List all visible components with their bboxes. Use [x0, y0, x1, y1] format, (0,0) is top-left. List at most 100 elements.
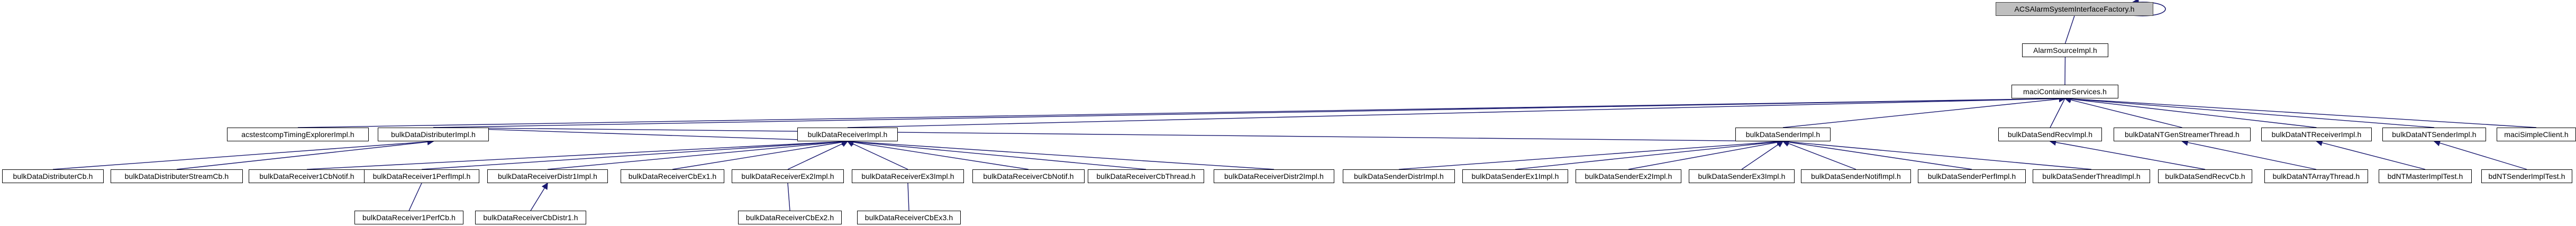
graph-node[interactable]: bulkDataSenderThreadImpl.h	[2033, 169, 2150, 183]
graph-node-label: bulkDataReceiver1CbNotif.h	[259, 172, 354, 180]
graph-node[interactable]: bulkDataReceiverCbEx3.h	[857, 211, 961, 224]
graph-edge	[306, 138, 849, 170]
graph-node-label: bulkDataReceiverEx2Impl.h	[741, 172, 834, 180]
graph-node-label: bulkDataSendRecvCb.h	[2165, 172, 2245, 180]
graph-node[interactable]: bulkDataSenderPerfImpl.h	[1918, 169, 2026, 183]
graph-node-label: bulkDataSenderEx3Impl.h	[1698, 172, 1786, 180]
graph-node-label: bulkDataSenderEx1Impl.h	[1471, 172, 1559, 180]
graph-node-label: bdNTSenderImplTest.h	[2488, 172, 2565, 180]
graph-edge	[421, 138, 849, 170]
graph-node-label: bulkDataReceiver1PerfCb.h	[362, 213, 456, 222]
graph-node[interactable]: bulkDataReceiverImpl.h	[797, 128, 898, 141]
graph-edge	[1782, 138, 2092, 170]
graph-edge	[530, 182, 548, 211]
graph-edge	[2064, 96, 2182, 128]
graph-node[interactable]: bulkDataNTArrayThread.h	[2264, 169, 2368, 183]
graph-node[interactable]: bulkDataSenderEx1Impl.h	[1462, 169, 1568, 183]
graph-node[interactable]: bulkDataReceiver1PerfImpl.h	[364, 169, 479, 183]
graph-edge	[52, 138, 434, 170]
graph-node-label: bulkDataDistributerStreamCb.h	[124, 172, 229, 180]
graph-edge	[433, 127, 848, 142]
graph-node-label: bulkDataSenderEx2Impl.h	[1585, 172, 1672, 180]
graph-node-label: bulkDataDistributerImpl.h	[391, 130, 476, 139]
graph-node[interactable]: bulkDataSendRecvCb.h	[2158, 169, 2252, 183]
graph-node[interactable]: bulkDataSenderNotifImpl.h	[1801, 169, 1911, 183]
graph-node[interactable]: bulkDataSenderImpl.h	[1735, 128, 1831, 141]
graph-node-label: bulkDataReceiverCbEx1.h	[628, 172, 717, 180]
graph-edge	[2181, 139, 2317, 170]
graph-node[interactable]: bdNTSenderImplTest.h	[2481, 169, 2572, 183]
graph-node-label: bulkDataReceiverDistr1Impl.h	[498, 172, 597, 180]
graph-node-label: bulkDataSenderDistrImpl.h	[1354, 172, 1444, 180]
graph-node-label: bulkDataReceiverCbNotif.h	[983, 172, 1074, 180]
graph-edge	[408, 183, 422, 211]
graph-node[interactable]: AlarmSourceImpl.h	[2022, 43, 2108, 57]
graph-node[interactable]: bulkDataNTSenderImpl.h	[2382, 128, 2486, 141]
graph-node[interactable]: bulkDataReceiverCbNotif.h	[972, 169, 1085, 183]
graph-node[interactable]: bulkDataReceiverCbDistr1.h	[475, 211, 586, 224]
graph-edge	[2433, 140, 2527, 170]
graph-node-label: acstestcompTimingExplorerImpl.h	[241, 130, 354, 139]
graph-node[interactable]: bulkDataReceiverDistr2Impl.h	[1214, 169, 1334, 183]
graph-edge	[1628, 139, 1784, 170]
graph-node-label: bulkDataDistributerCb.h	[13, 172, 93, 180]
graph-node[interactable]: bulkDataDistributerImpl.h	[378, 128, 489, 141]
graph-node[interactable]: bulkDataReceiver1CbNotif.h	[249, 169, 365, 183]
graph-edge	[787, 141, 849, 170]
graph-node[interactable]: bulkDataReceiverCbEx1.h	[621, 169, 724, 183]
graph-node[interactable]: bulkDataDistributerStreamCb.h	[111, 169, 243, 183]
graph-node[interactable]: ACSAlarmSystemInterfaceFactory.h	[1996, 2, 2153, 16]
graph-node[interactable]: maciContainerServices.h	[2011, 85, 2118, 98]
graph-node-label: maciSimpleClient.h	[2504, 130, 2569, 139]
graph-edge	[787, 183, 790, 211]
graph-node-label: bulkDataReceiverCbEx3.h	[864, 213, 953, 222]
graph-node-label: bulkDataReceiverCbThread.h	[1096, 172, 1196, 180]
graph-node[interactable]: bdNTMasterImplTest.h	[2379, 169, 2472, 183]
graph-edge	[1782, 139, 1972, 170]
graph-edge	[1398, 138, 1784, 170]
graph-node-label: bulkDataNTArrayThread.h	[2272, 172, 2360, 180]
graph-node-label: bulkDataSenderNotifImpl.h	[1811, 172, 1901, 180]
graph-edge	[672, 139, 849, 170]
graph-edge	[176, 138, 434, 170]
graph-edge	[1515, 138, 1784, 170]
graph-node-label: bulkDataReceiverEx3Impl.h	[861, 172, 954, 180]
graph-node-label: ACSAlarmSystemInterfaceFactory.h	[2014, 5, 2135, 13]
graph-node-label: bulkDataNTGenStreamerThread.h	[2125, 130, 2240, 139]
graph-node[interactable]: maciSimpleClient.h	[2497, 128, 2576, 141]
graph-node-label: bulkDataReceiverCbDistr1.h	[483, 213, 578, 222]
graph-edge	[1741, 141, 1784, 170]
graph-edge	[1782, 95, 2066, 128]
graph-node[interactable]: bulkDataNTReceiverImpl.h	[2261, 128, 2372, 141]
graph-node-label: bulkDataSendRecvImpl.h	[2007, 130, 2093, 139]
graph-node[interactable]: bulkDataNTGenStreamerThread.h	[2114, 128, 2251, 141]
graph-node[interactable]: bulkDataSenderEx3Impl.h	[1689, 169, 1795, 183]
graph-edge	[907, 183, 909, 211]
graph-edge	[2064, 96, 2317, 128]
graph-edge	[2050, 98, 2065, 128]
graph-node[interactable]: bulkDataReceiver1PerfCb.h	[354, 211, 463, 224]
graph-node[interactable]: acstestcompTimingExplorerImpl.h	[227, 128, 369, 141]
graph-node-label: bulkDataSenderPerfImpl.h	[1927, 172, 2016, 180]
graph-node[interactable]: bulkDataSenderEx2Impl.h	[1576, 169, 1681, 183]
graph-edge	[846, 139, 1029, 170]
graph-node[interactable]: bulkDataDistributerCb.h	[2, 169, 104, 183]
graph-node[interactable]: bulkDataReceiverEx3Impl.h	[852, 169, 964, 183]
graph-edge	[846, 141, 908, 170]
graph-node[interactable]: bulkDataReceiverCbThread.h	[1088, 169, 1204, 183]
graph-node-label: bulkDataReceiver1PerfImpl.h	[372, 172, 471, 180]
graph-edge	[847, 95, 2066, 128]
graph-edge	[297, 95, 2066, 128]
graph-node-label: AlarmSourceImpl.h	[2033, 46, 2097, 55]
graph-edge	[846, 138, 1146, 170]
graph-node[interactable]: bulkDataReceiverCbEx2.h	[738, 211, 842, 224]
graph-edge	[2316, 139, 2426, 170]
graph-node[interactable]: bulkDataSendRecvImpl.h	[1998, 128, 2102, 141]
graph-node-label: bulkDataReceiverDistr2Impl.h	[1224, 172, 1324, 180]
graph-node[interactable]: bulkDataSenderDistrImpl.h	[1343, 169, 1455, 183]
graph-node[interactable]: bulkDataReceiverDistr1Impl.h	[487, 169, 608, 183]
graph-node[interactable]: bulkDataReceiverEx2Impl.h	[732, 169, 844, 183]
graph-node-label: bulkDataSenderThreadImpl.h	[2042, 172, 2141, 180]
